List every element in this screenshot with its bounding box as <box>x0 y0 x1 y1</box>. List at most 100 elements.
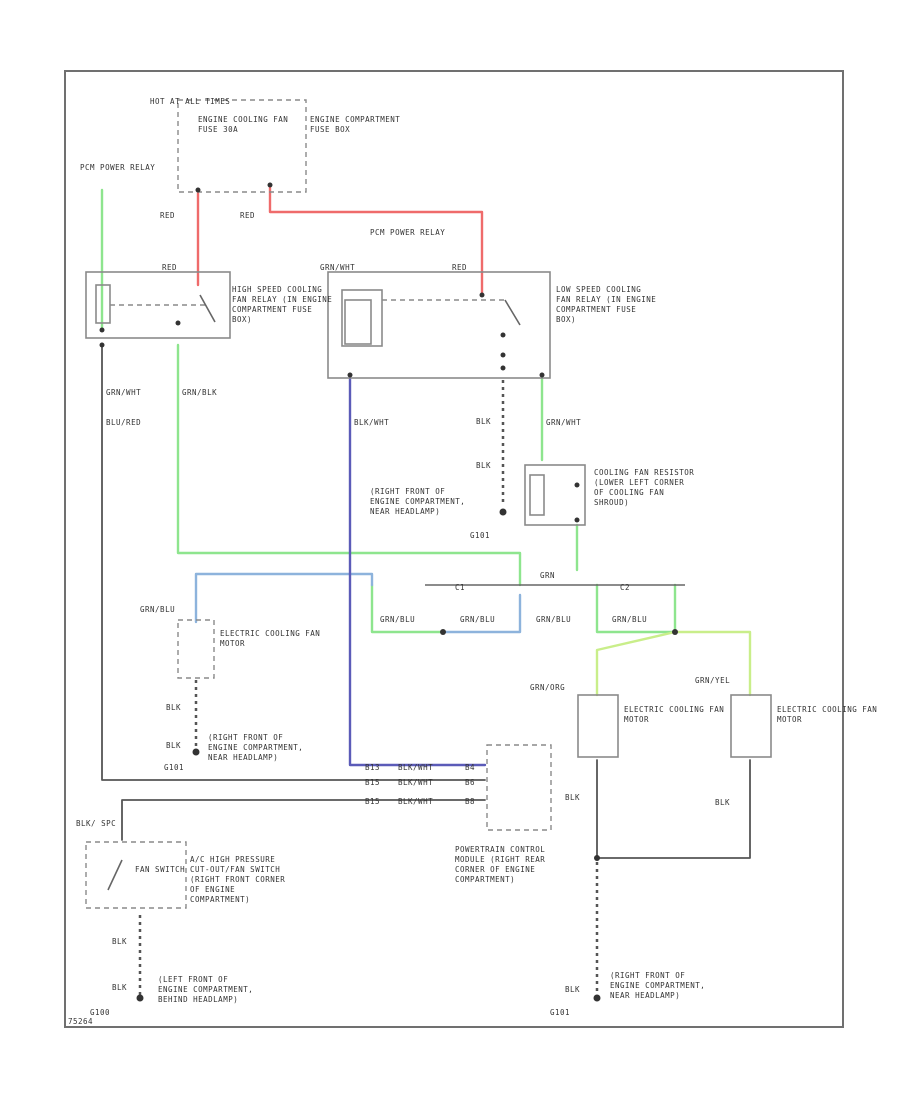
high-speed-relay-contact <box>199 294 216 323</box>
label-blk-6: BLK <box>715 798 730 807</box>
terminal-dot <box>267 182 273 188</box>
ground-terminal-g101-c <box>593 994 601 1002</box>
ground-terminal-g100 <box>136 994 144 1002</box>
label-c2: C2 <box>620 583 630 592</box>
fan-motor-1-box <box>177 619 215 679</box>
label-grn-wht-2: GRN/WHT <box>106 388 141 397</box>
fan-motor-2-box <box>577 694 619 758</box>
ac-switch-box <box>85 841 187 909</box>
label-blk-wht: BLK/WHT <box>354 418 389 427</box>
label-grn-wht-3: GRN/WHT <box>546 418 581 427</box>
fan-motor-3-box <box>730 694 772 758</box>
terminal-dot <box>99 327 105 333</box>
terminal-dot <box>500 332 506 338</box>
wire-grn-yel <box>673 630 752 697</box>
label-pin-1-wire: BLK/WHT <box>398 763 433 772</box>
terminal-dot <box>175 320 181 326</box>
terminal-dot <box>347 372 353 378</box>
wire-blk-wht-low-relay-to-pcm <box>348 373 487 767</box>
label-grn-blu-4: GRN/BLU <box>536 615 571 624</box>
label-blk-7: BLK <box>112 937 127 946</box>
label-g100: G100 <box>90 1008 110 1017</box>
label-grn-blu-2: GRN/BLU <box>380 615 415 624</box>
wire-red-fuse-to-low-relay <box>268 183 484 297</box>
label-red-2: RED <box>240 211 255 220</box>
terminal-dot <box>195 187 201 193</box>
label-c1: C1 <box>455 583 465 592</box>
wire-grn-blu-mid <box>370 583 445 634</box>
label-pcm-power-relay-left: PCM POWER RELAY <box>80 163 155 172</box>
cooling-fan-resistor-element <box>529 474 545 516</box>
low-speed-relay-coil <box>344 299 372 345</box>
terminal-dot <box>99 342 105 348</box>
wire-grn-blu-center <box>441 593 522 634</box>
splice-dot <box>594 855 600 861</box>
splice-dot <box>672 629 678 635</box>
wire-grn-org <box>595 630 677 697</box>
label-pin-1-term: B4 <box>465 763 475 772</box>
wire-grn-blu-left <box>194 572 374 624</box>
low-speed-relay-inner <box>341 289 383 347</box>
label-red-1: RED <box>160 211 175 220</box>
ac-switch-contact <box>107 859 123 891</box>
label-g101-c: G101 <box>550 1008 570 1017</box>
label-red-4: RED <box>452 263 467 272</box>
pcm-box <box>486 744 552 831</box>
label-blk-8: BLK <box>112 983 127 992</box>
label-pin-2-wire: BLK/WHT <box>398 778 433 787</box>
label-pcm-power-relay-mid: PCM POWER RELAY <box>370 228 445 237</box>
terminal-dot <box>574 517 580 523</box>
label-grn-yel: GRN/YEL <box>695 676 730 685</box>
ground-terminal-g101-b <box>192 748 200 756</box>
label-bu-spc: BLK/ SPC <box>76 819 116 828</box>
fuse-box-outline <box>177 99 307 193</box>
label-red-3: RED <box>162 263 177 272</box>
label-grn-blk: GRN/BLK <box>182 388 217 397</box>
label-pin-2: B15 <box>365 778 380 787</box>
high-speed-relay-coil <box>95 284 111 324</box>
label-pin-3-wire: BLK/WHT <box>398 797 433 806</box>
label-blk-1: BLK <box>476 417 491 426</box>
label-blk-9: BLK <box>565 985 580 994</box>
splice-dot <box>440 629 446 635</box>
label-grn-blu-3: GRN/BLU <box>460 615 495 624</box>
wire-blk-wht-pcm-to-switch <box>121 799 486 841</box>
label-grn-org: GRN/ORG <box>530 683 565 692</box>
label-g101-a: G101 <box>470 531 490 540</box>
terminal-dot <box>574 482 580 488</box>
label-grn-blu-1: GRN/BLU <box>140 605 175 614</box>
terminal-dot <box>500 365 506 371</box>
label-blk-3: BLK <box>166 703 181 712</box>
wire-blu-red <box>101 344 486 781</box>
label-grn-blu-5: GRN/BLU <box>612 615 647 624</box>
label-corner-code: 75264 <box>68 1017 93 1026</box>
high-speed-relay-box <box>85 271 231 339</box>
label-blu-red: BLU/RED <box>106 418 141 427</box>
label-grn: GRN <box>540 571 555 580</box>
terminal-dot <box>539 372 545 378</box>
cooling-fan-resistor-box <box>524 464 586 526</box>
label-pin-1: B13 <box>365 763 380 772</box>
label-fan-switch: FAN SWITCH <box>135 865 185 874</box>
label-blk-4: BLK <box>166 741 181 750</box>
wire-grn-blu-right <box>595 583 677 634</box>
terminal-dot <box>500 352 506 358</box>
label-pin-3: B15 <box>365 797 380 806</box>
diagram-frame <box>64 70 844 1028</box>
low-speed-relay-contact <box>504 299 521 326</box>
label-g101-b: G101 <box>164 763 184 772</box>
